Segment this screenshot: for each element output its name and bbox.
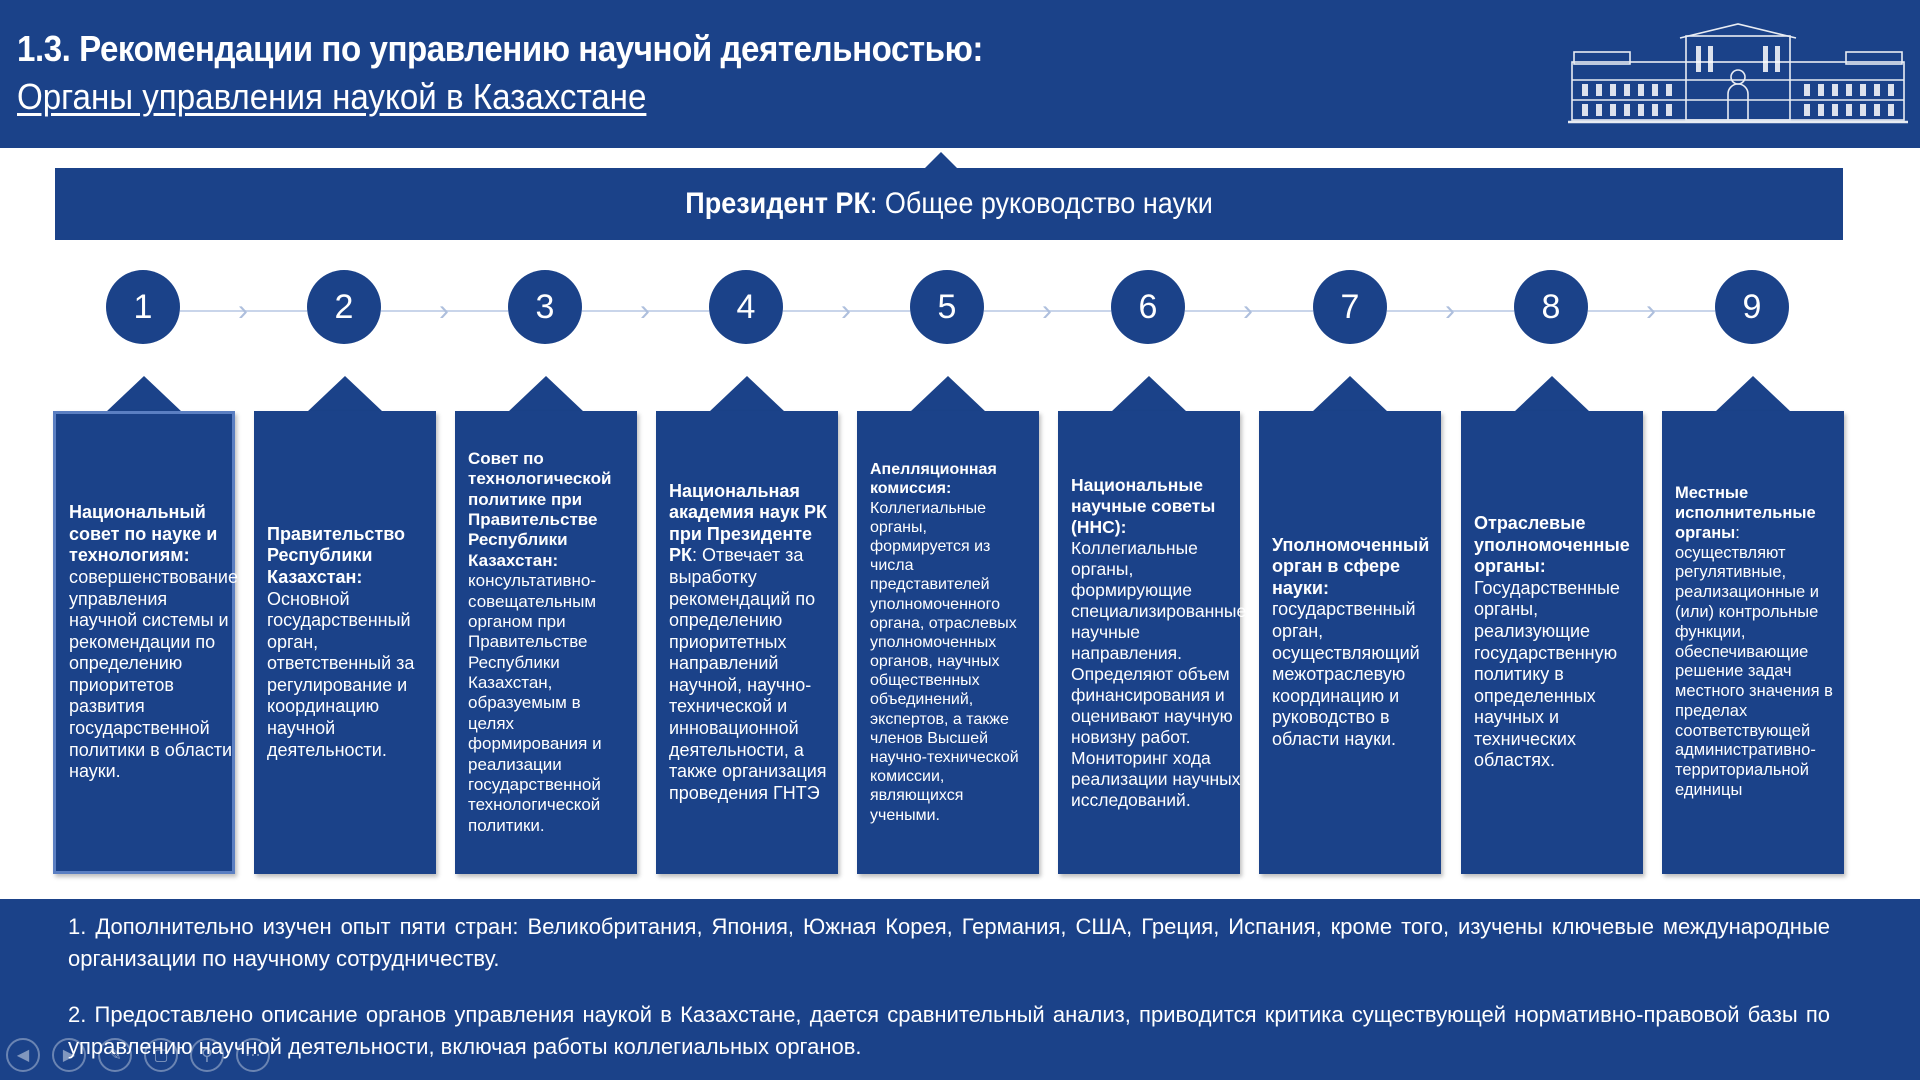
step-number-circle: 1 — [106, 270, 180, 344]
card-description: Коллегиальные органы, формируется из чис… — [870, 499, 1019, 824]
forward-arrow-icon[interactable]: ▶ — [52, 1038, 86, 1072]
building-logo-icon — [1568, 23, 1908, 124]
card-body: Национальные научные советы (ННС): Колле… — [1058, 411, 1246, 874]
step-connector — [984, 310, 1111, 312]
card-body: Правительство Республики Казахстан: Осно… — [254, 411, 436, 874]
chevron-right-icon: › — [439, 294, 449, 327]
card-heading: Апелляционная комиссия: — [870, 461, 997, 498]
card-pointer — [508, 376, 584, 412]
president-label: Президент РК — [685, 187, 870, 220]
card-description: : осуществляют регулятивные, реализацион… — [1675, 523, 1833, 800]
step-number-circle: 8 — [1514, 270, 1588, 344]
footer-notes: 1. Дополнительно изучен опыт пяти стран:… — [0, 899, 1920, 1080]
header-banner: 1.3. Рекомендации по управлению научной … — [0, 0, 1920, 148]
president-notch — [925, 152, 957, 168]
card-heading: Национальные научные советы (ННС): — [1071, 474, 1216, 537]
card-pointer — [709, 376, 785, 412]
card-heading: Национальная академия наук РК при Презид… — [669, 480, 828, 566]
step-number-circle: 2 — [307, 270, 381, 344]
card-body: Отраслевые уполномоченные органы: Госуда… — [1461, 411, 1643, 874]
slideshow-nav: ◀ ▶ ✎ ▢ ⚲ ⋯ — [6, 1038, 270, 1072]
organ-card-9: Местные исполнительные органы: осуществл… — [1662, 376, 1844, 874]
step-number-circle: 3 — [508, 270, 582, 344]
card-heading: Местные исполнительные органы — [1675, 484, 1816, 542]
card-description: Коллегиальные органы, формирующие специа… — [1071, 537, 1247, 810]
organ-card-7: Уполномоченный орган в сфере науки: госу… — [1259, 376, 1441, 874]
chevron-right-icon: › — [841, 294, 851, 327]
card-body: Уполномоченный орган в сфере науки: госу… — [1259, 411, 1441, 874]
organ-card-1: Национальный совет по науке и технология… — [53, 376, 238, 874]
president-description: : Общее руководство науки — [869, 187, 1213, 220]
card-heading: Совет по технологической политике при Пр… — [468, 448, 612, 570]
card-body: Местные исполнительные органы: осуществл… — [1662, 411, 1844, 874]
step-number-circle: 5 — [910, 270, 984, 344]
card-pointer — [1514, 376, 1590, 412]
organ-card-2: Правительство Республики Казахстан: Осно… — [254, 376, 436, 874]
organ-card-4: Национальная академия наук РК при Презид… — [656, 376, 838, 874]
card-body: Национальный совет по науке и технология… — [53, 411, 238, 874]
card-heading: Правительство Республики Казахстан: — [267, 523, 406, 587]
step-connector — [1185, 310, 1313, 312]
step-number-circle: 9 — [1715, 270, 1789, 344]
organ-card-3: Совет по технологической политике при Пр… — [455, 376, 637, 874]
page-subtitle: Органы управления наукой в Казахстане — [17, 76, 647, 117]
card-description: : Отвечает за выработку рекомендаций по … — [669, 545, 827, 803]
card-pointer — [307, 376, 383, 412]
card-description: консультативно-совещательным органом при… — [468, 571, 602, 835]
organ-card-5: Апелляционная комиссия: Коллегиальные ор… — [857, 376, 1039, 874]
step-connector — [381, 310, 508, 312]
card-pointer — [106, 376, 182, 412]
chevron-right-icon: › — [1243, 294, 1253, 327]
chevron-right-icon: › — [1042, 294, 1052, 327]
pen-icon[interactable]: ✎ — [98, 1038, 132, 1072]
card-pointer — [910, 376, 986, 412]
card-pointer — [1312, 376, 1388, 412]
step-connector — [582, 310, 709, 312]
card-body: Апелляционная комиссия: Коллегиальные ор… — [857, 411, 1039, 874]
step-timeline: › 1 › 2 › 3 › 4 › 5 › 6 › 7 › 8 9 — [0, 270, 1920, 352]
step-connector — [783, 310, 910, 312]
card-description: Государственные органы, реализующие госу… — [1474, 577, 1620, 771]
page-title: 1.3. Рекомендации по управлению научной … — [17, 28, 983, 69]
step-number-circle: 7 — [1313, 270, 1387, 344]
chevron-right-icon: › — [1445, 294, 1455, 327]
card-body: Совет по технологической политике при Пр… — [455, 411, 637, 874]
step-connector — [1387, 310, 1514, 312]
step-connector — [1588, 310, 1715, 312]
step-number-circle: 4 — [709, 270, 783, 344]
chevron-right-icon: › — [238, 294, 248, 327]
back-arrow-icon[interactable]: ◀ — [6, 1038, 40, 1072]
card-pointer — [1715, 376, 1791, 412]
organ-card-8: Отраслевые уполномоченные органы: Госуда… — [1461, 376, 1643, 874]
card-heading: Уполномоченный орган в сфере науки: — [1272, 534, 1430, 598]
card-heading: Отраслевые уполномоченные органы: — [1474, 512, 1630, 577]
card-heading: Национальный совет по науке и технология… — [69, 502, 218, 566]
chevron-right-icon: › — [640, 294, 650, 327]
president-banner: Президент РК: Общее руководство науки — [55, 168, 1843, 240]
organ-card-6: Национальные научные советы (ННС): Колле… — [1058, 376, 1246, 874]
card-body: Национальная академия наук РК при Презид… — [656, 411, 838, 874]
footer-note-2: 2. Предоставлено описание органов управл… — [68, 1002, 1830, 1059]
footer-note-1: 1. Дополнительно изучен опыт пяти стран:… — [68, 914, 1830, 971]
card-description: Основной государственный орган, ответств… — [267, 588, 415, 760]
card-description: совершенствование управления научной сис… — [69, 566, 238, 782]
zoom-icon[interactable]: ⚲ — [190, 1038, 224, 1072]
step-number-circle: 6 — [1111, 270, 1185, 344]
card-pointer — [1111, 376, 1187, 412]
chevron-right-icon: › — [1646, 294, 1656, 327]
slides-icon[interactable]: ▢ — [144, 1038, 178, 1072]
step-connector — [180, 310, 307, 312]
more-icon[interactable]: ⋯ — [236, 1038, 270, 1072]
card-description: государственный орган, осуществляющий ме… — [1272, 599, 1420, 749]
